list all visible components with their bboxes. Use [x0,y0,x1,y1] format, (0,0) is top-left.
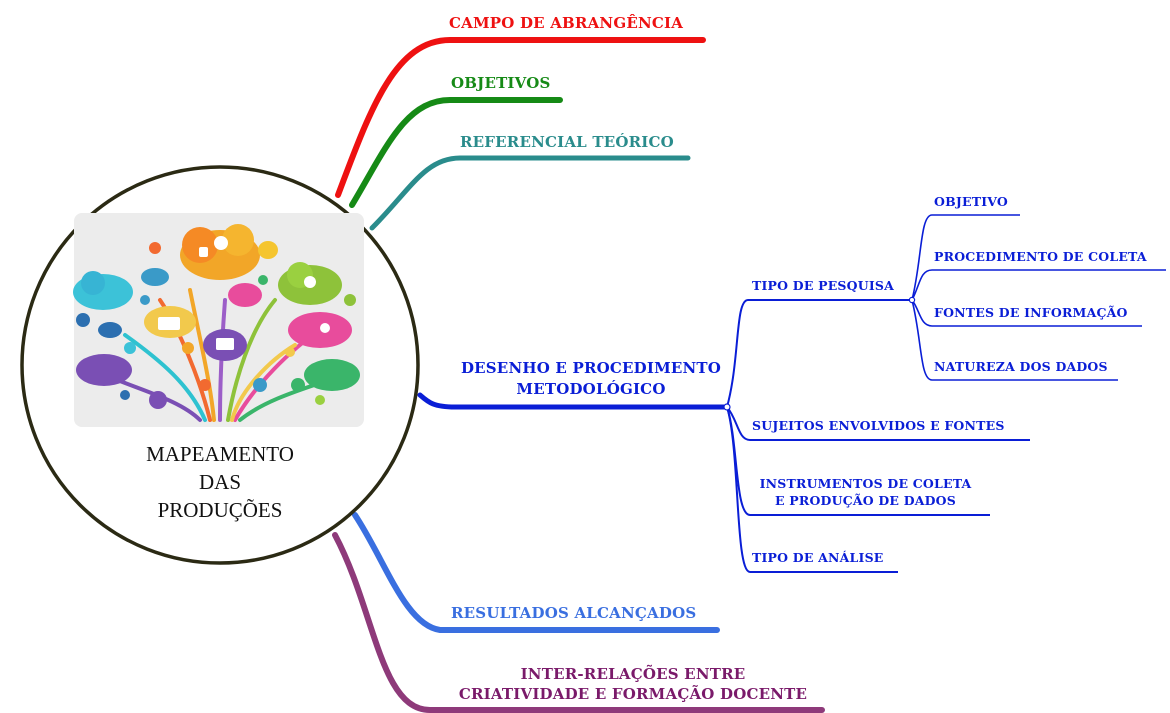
pesquisa-label-procedimento: PROCEDIMENTO DE COLETA [934,249,1147,264]
social-media-tree-icon [73,213,364,427]
connector-inter [332,532,825,713]
branch-label-objetivos: OBJETIVOS [451,74,551,92]
method-label-analise: TIPO DE ANÁLISE [752,550,884,565]
branch-label-desenho: DESENHO E PROCEDIMENTO METODOLÓGICO [450,358,732,400]
pesquisa-label-natureza: NATUREZA DOS DADOS [934,359,1108,374]
branch-label-referencial: REFERENCIAL TEÓRICO [460,133,674,151]
connector-analise [726,406,898,573]
connector-procedimento [911,269,1166,301]
method-label-sujeitos: SUJEITOS ENVOLVIDOS E FONTES [752,418,1005,433]
branch-label-desenho-line-1: DESENHO E PROCEDIMENTO [460,359,722,377]
connector-desenho [417,392,730,410]
methodology-node-dot [723,403,731,411]
method-label-instrumentos-line-1: INSTRUMENTOS DE COLETA [759,476,972,491]
connector-sujeitos [726,406,1030,441]
branch-label-resultados: RESULTADOS ALCANÇADOS [451,604,697,622]
branch-label-inter-line-1: INTER-RELAÇÕES ENTRE [520,665,746,683]
branch-label-inter-line-2: CRIATIVIDADE E FORMAÇÃO DOCENTE [458,685,808,703]
connector-tipo-pesquisa [726,299,910,408]
central-title-line-2: DAS [198,470,241,494]
connector-fontes [911,299,1142,327]
pesquisa-label-fontes: FONTES DE INFORMAÇÃO [934,305,1128,320]
branch-label-campo: CAMPO DE ABRANGÊNCIA [449,14,684,32]
connector-natureza [911,299,1118,381]
method-label-tipo-pesquisa: TIPO DE PESQUISA [752,278,895,293]
branch-label-inter: INTER-RELAÇÕES ENTRE CRIATIVIDADE E FORM… [438,664,828,704]
pesquisa-label-objetivo: OBJETIVO [934,194,1009,209]
method-label-instrumentos: INSTRUMENTOS DE COLETA E PRODUÇÃO DE DAD… [748,475,983,509]
tipo-pesquisa-node-dot [908,296,916,304]
method-label-instrumentos-line-2: E PRODUÇÃO DE DADOS [775,493,956,508]
branch-label-desenho-line-2: METODOLÓGICO [516,380,666,398]
connector-objetivo [911,214,1020,301]
connector-objetivos [349,97,563,208]
central-title-line-3: PRODUÇÕES [157,498,283,522]
connector-campo [335,37,706,198]
central-title-line-1: MAPEAMENTO [146,442,294,466]
connector-referencial [369,155,691,231]
central-title: MAPEAMENTO DAS PRODUÇÕES [100,440,340,524]
connector-resultados [352,512,720,633]
